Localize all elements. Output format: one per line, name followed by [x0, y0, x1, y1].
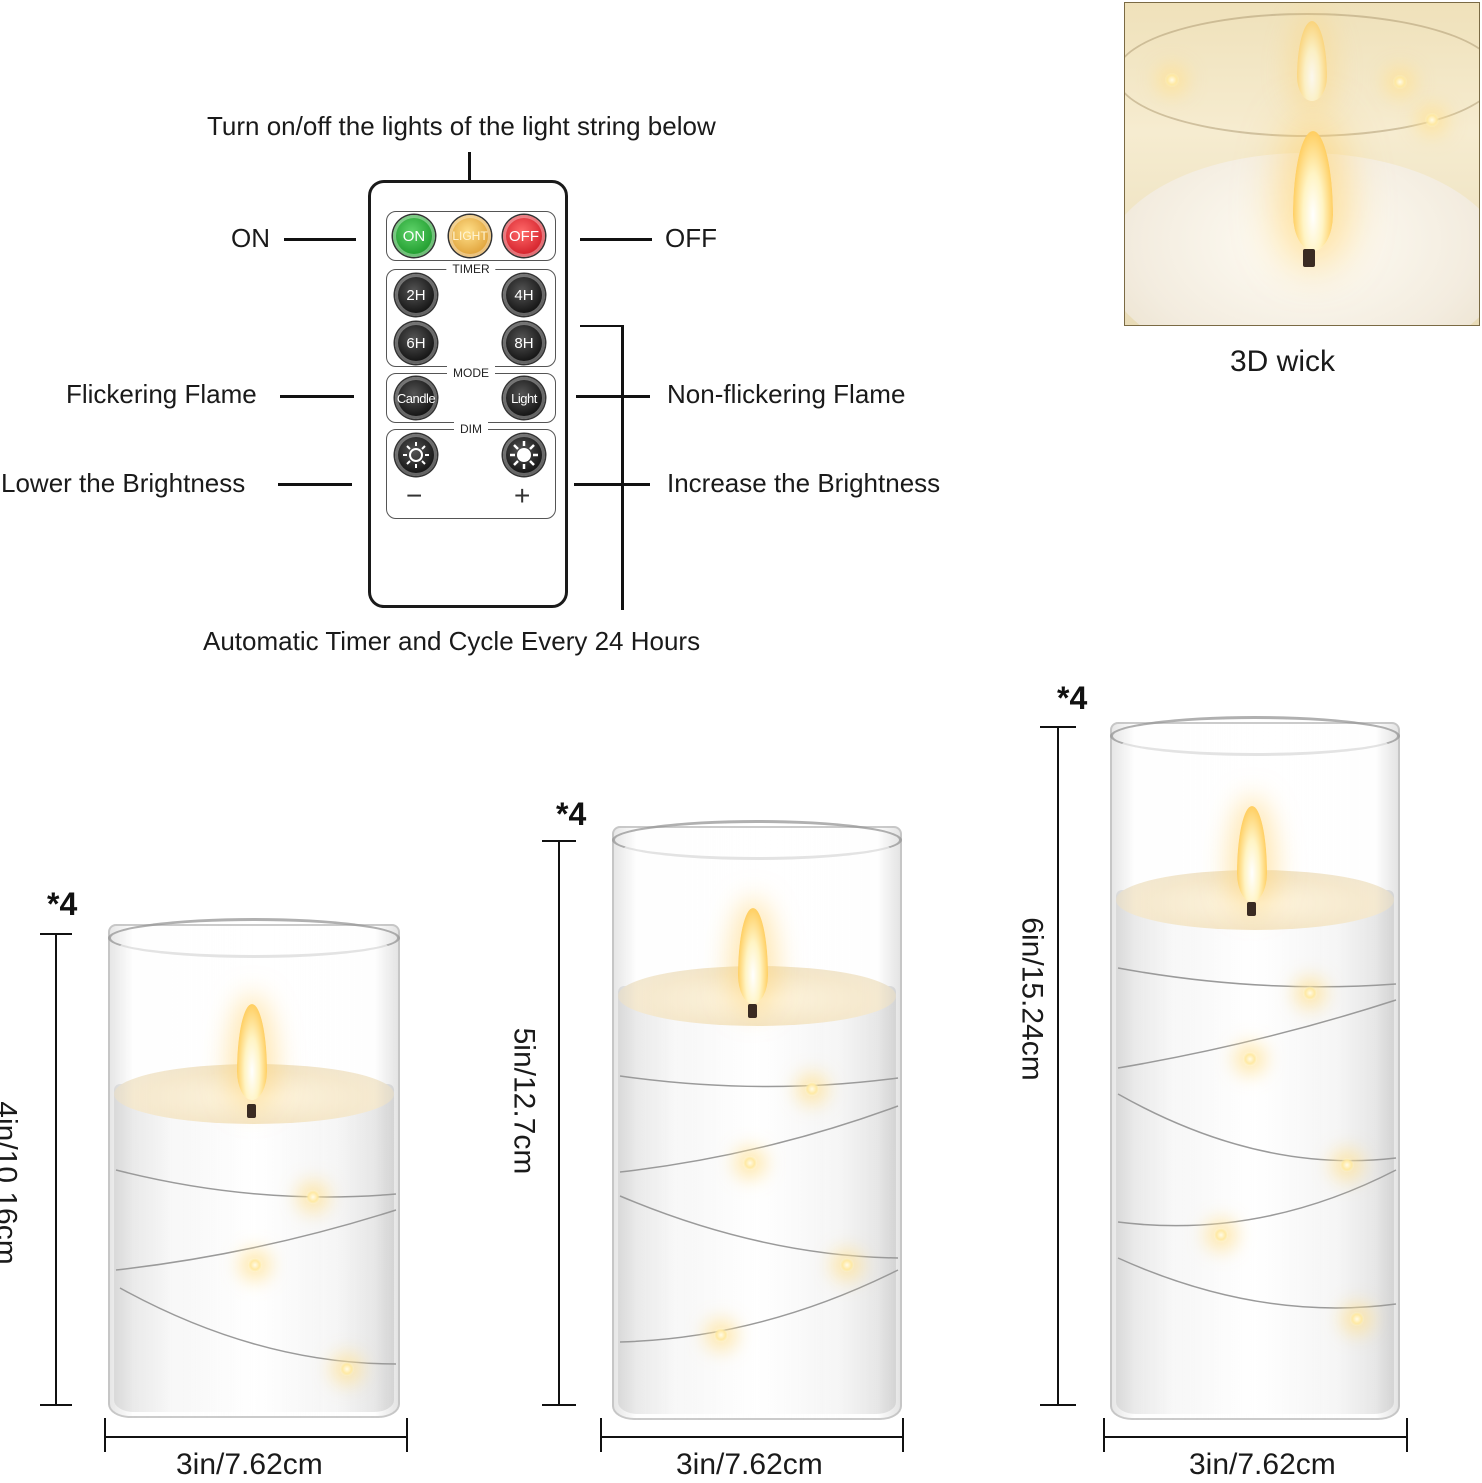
candle-2-wick: [748, 1004, 757, 1018]
callout-off: OFF: [665, 223, 717, 253]
minus-sign: −: [406, 480, 423, 511]
candle-2-width-tick-left: [600, 1418, 602, 1452]
candle-3: [1110, 716, 1400, 1420]
callout-flickering-line: [280, 395, 354, 398]
candle-1-quantity: *4: [47, 886, 78, 922]
candle-2-light-string: [619, 1075, 899, 1343]
candle-2-led-4: [714, 1328, 728, 1342]
candle-1-glass: [108, 924, 400, 1418]
sun-dim-icon: [403, 442, 429, 468]
remote-bottom-caption: Automatic Timer and Cycle Every 24 Hours: [203, 626, 701, 656]
candle-3-quantity: *4: [1057, 680, 1088, 716]
candle-1: [108, 918, 400, 1418]
candle-1-width-line: [104, 1436, 408, 1438]
mode-group-title: MODE: [447, 365, 495, 381]
timer-bracket-line: [621, 325, 624, 610]
callout-flickering: Flickering Flame: [66, 379, 257, 409]
candle-2-height-label: 5in/12.7cm: [507, 1027, 541, 1175]
power-button-group: ON LIGHT OFF: [386, 211, 556, 261]
candle-3-height-line: [1057, 726, 1059, 1405]
callout-off-line: [580, 238, 652, 241]
candle-3-height-tick-bottom: [1040, 1404, 1076, 1406]
candle-3-width-label: 3in/7.62cm: [1189, 1448, 1336, 1481]
candle-1-height-line: [55, 933, 57, 1405]
callout-non-flickering: Non-flickering Flame: [667, 379, 906, 409]
light-button[interactable]: LIGHT: [449, 215, 491, 257]
wick-closeup-photo: [1124, 2, 1480, 326]
candle-1-led-1: [306, 1190, 320, 1204]
timer-6h-button[interactable]: 6H: [395, 322, 437, 364]
dim-down-button[interactable]: [395, 434, 437, 476]
mode-button-group: MODE Candle Light: [386, 365, 556, 423]
candle-2-rim: [612, 820, 902, 860]
candle-1-height-label: 4in/10.16cm: [0, 1101, 23, 1265]
photo-led-1: [1165, 73, 1179, 87]
photo-caption: 3D wick: [1230, 345, 1336, 378]
candle-3-led-5: [1350, 1312, 1364, 1326]
candle-3-led-3: [1340, 1158, 1354, 1172]
timer-bracket-top: [580, 325, 622, 327]
candle-3-wick: [1247, 902, 1256, 916]
callout-on-line: [284, 238, 356, 241]
candle-1-width-label: 3in/7.62cm: [176, 1448, 323, 1481]
candle-1-light-string: [115, 1169, 397, 1365]
photo-led-3: [1393, 75, 1407, 89]
candle-3-width-tick-left: [1103, 1418, 1105, 1452]
candle-3-led-1: [1303, 986, 1317, 1000]
top-caption-leader: [468, 152, 471, 180]
callout-increase-brightness: Increase the Brightness: [667, 468, 941, 498]
candle-1-rim: [108, 918, 400, 958]
candle-1-height-tick-bottom: [40, 1404, 72, 1406]
callout-increase-line: [574, 483, 650, 486]
candle-3-led-4: [1214, 1228, 1228, 1242]
candle-3-height-label: 6in/15.24cm: [1015, 917, 1049, 1081]
candle-mode-button[interactable]: Candle: [395, 377, 437, 419]
candle-3-width-tick-right: [1406, 1418, 1408, 1452]
candle-1-width-tick-left: [104, 1418, 106, 1452]
timer-button-group: TIMER 2H 4H 6H 8H: [386, 261, 556, 367]
candle-2-led-2: [743, 1156, 757, 1170]
callout-lower-brightness: Lower the Brightness: [1, 468, 246, 498]
candle-2-led-1: [805, 1082, 819, 1096]
candle-2-height-line: [558, 840, 560, 1405]
candle-3-rim: [1110, 716, 1400, 756]
callout-non-flickering-line: [576, 395, 650, 398]
wick: [1303, 249, 1315, 267]
candle-2-quantity: *4: [556, 796, 587, 832]
candle-1-width-tick-right: [406, 1418, 408, 1452]
timer-group-title: TIMER: [446, 261, 496, 277]
sun-bright-icon: [510, 441, 538, 469]
off-button[interactable]: OFF: [503, 215, 545, 257]
candle-1-led-3: [340, 1362, 354, 1376]
photo-led-2: [1425, 113, 1439, 127]
callout-lower-line: [278, 483, 352, 486]
on-button[interactable]: ON: [393, 215, 435, 257]
wick-flame: [1293, 131, 1333, 251]
callout-on: ON: [231, 223, 270, 253]
candle-1-wick: [247, 1104, 256, 1118]
timer-2h-button[interactable]: 2H: [395, 274, 437, 316]
candle-2-led-3: [840, 1258, 854, 1272]
timer-4h-button[interactable]: 4H: [503, 274, 545, 316]
candle-2-height-tick-bottom: [542, 1404, 576, 1406]
flame-reflection: [1297, 21, 1327, 101]
dim-group-title: DIM: [454, 421, 488, 437]
plus-sign: +: [514, 480, 531, 511]
remote-control: ON LIGHT OFF TIMER 2H 4H 6H 8H MODE Cand…: [368, 180, 568, 608]
candle-3-light-string: [1117, 967, 1397, 1309]
timer-8h-button[interactable]: 8H: [503, 322, 545, 364]
dim-up-button[interactable]: [503, 434, 545, 476]
candle-2-width-tick-right: [902, 1418, 904, 1452]
light-mode-button[interactable]: Light: [503, 377, 545, 419]
candle-2-width-label: 3in/7.62cm: [676, 1448, 823, 1481]
candle-1-led-2: [248, 1258, 262, 1272]
candle-2: [612, 820, 902, 1420]
glass-rim: [1125, 13, 1479, 137]
remote-top-caption: Turn on/off the lights of the light stri…: [207, 111, 716, 141]
candle-2-width-line: [600, 1436, 904, 1438]
candle-3-width-line: [1103, 1436, 1408, 1438]
candle-3-led-2: [1243, 1052, 1257, 1066]
dim-button-group: DIM −: [386, 421, 556, 519]
